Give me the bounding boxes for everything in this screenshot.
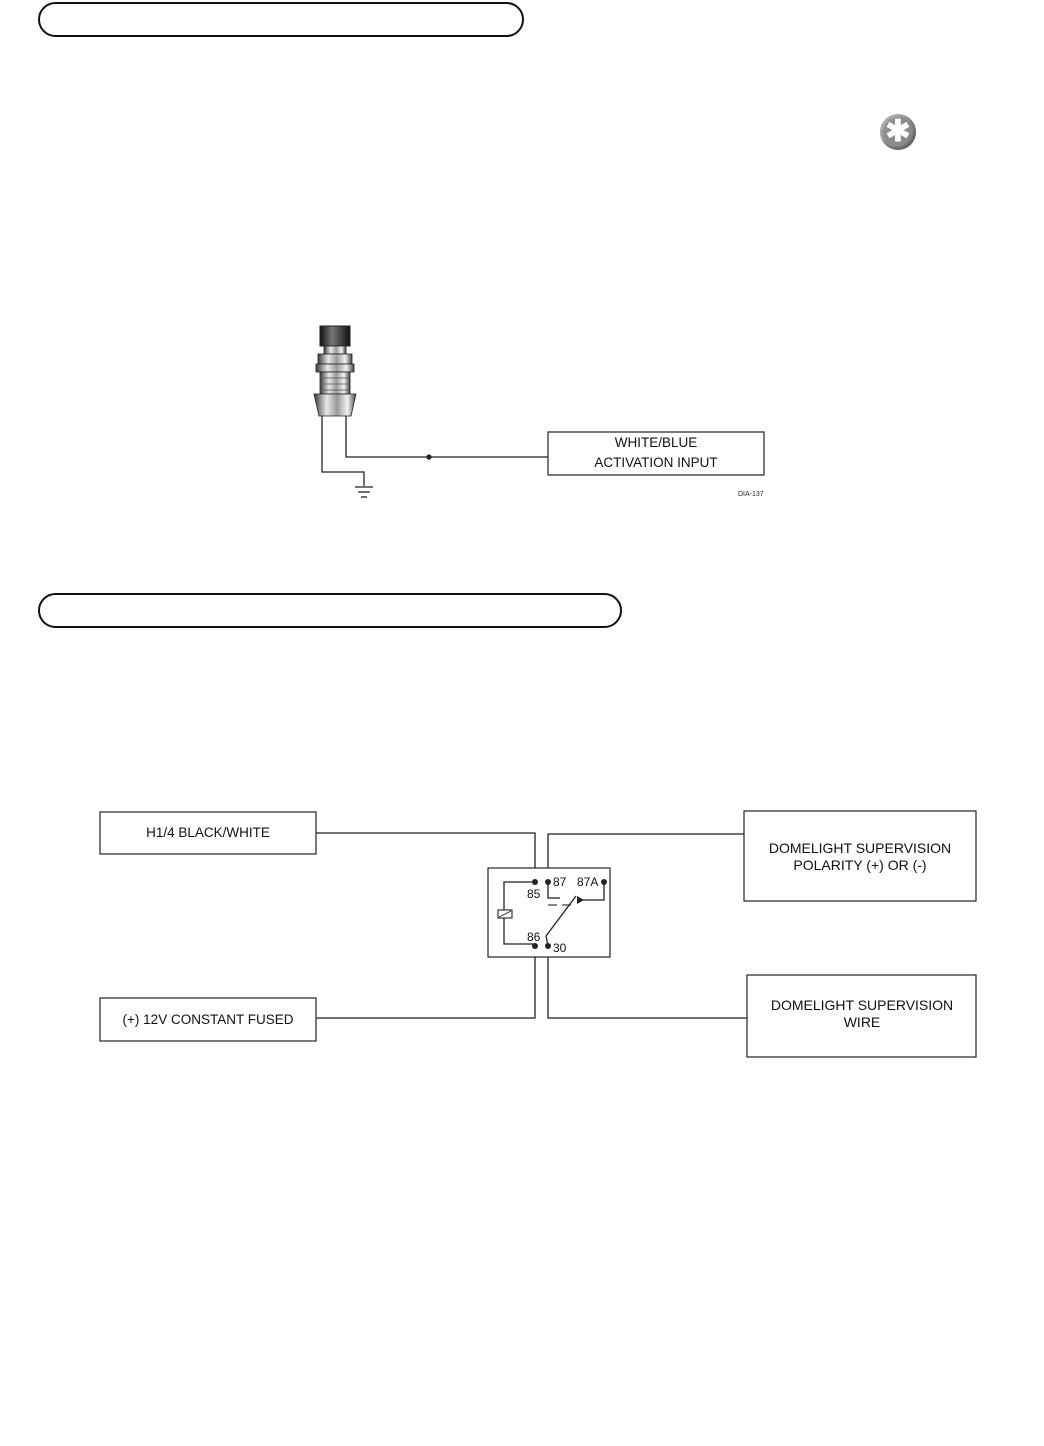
section-header-1 xyxy=(38,2,524,37)
section-header-2 xyxy=(38,593,622,628)
wire-87 xyxy=(547,833,744,882)
relay: 85 87 87A 86 30 xyxy=(487,867,611,958)
relay-pin-85: 85 xyxy=(527,887,541,901)
asterisk-icon: ✱ xyxy=(880,114,916,150)
activation-input-label-line1: WHITE/BLUE xyxy=(615,435,698,450)
12v-constant-label: (+) 12V CONSTANT FUSED xyxy=(123,1012,294,1027)
relay-pin-87: 87 xyxy=(553,875,567,889)
12v-constant-box: (+) 12V CONSTANT FUSED xyxy=(99,997,317,1042)
ground-wire xyxy=(321,416,365,486)
push-button-switch xyxy=(313,325,357,417)
black-white-label: H1/4 BLACK/WHITE xyxy=(146,825,270,840)
diagram-ref-code: DIA-137 xyxy=(738,491,764,498)
domelight-polarity-label-line2: POLARITY (+) OR (-) xyxy=(793,857,926,873)
wire-junction-dot xyxy=(426,454,432,460)
domelight-polarity-label-line1: DOMELIGHT SUPERVISION xyxy=(769,840,951,856)
wire-30 xyxy=(547,946,747,1019)
domelight-wire-label-line2: WIRE xyxy=(844,1014,881,1030)
domelight-wire-box: DOMELIGHT SUPERVISION WIRE xyxy=(746,974,977,1058)
black-white-box: H1/4 BLACK/WHITE xyxy=(99,811,317,855)
ground-symbol xyxy=(355,486,373,498)
domelight-polarity-box: DOMELIGHT SUPERVISION POLARITY (+) OR (-… xyxy=(743,810,977,902)
activation-input-box: WHITE/BLUE ACTIVATION INPUT xyxy=(547,431,765,476)
relay-pin-86: 86 xyxy=(527,930,541,944)
domelight-wire-label-line1: DOMELIGHT SUPERVISION xyxy=(771,997,953,1013)
wire-85 xyxy=(316,832,536,882)
signal-wire xyxy=(345,416,548,458)
wire-86 xyxy=(316,946,536,1019)
activation-input-label-line2: ACTIVATION INPUT xyxy=(594,455,717,470)
relay-pin-87a: 87A xyxy=(577,875,598,889)
relay-pin-30: 30 xyxy=(553,941,567,955)
